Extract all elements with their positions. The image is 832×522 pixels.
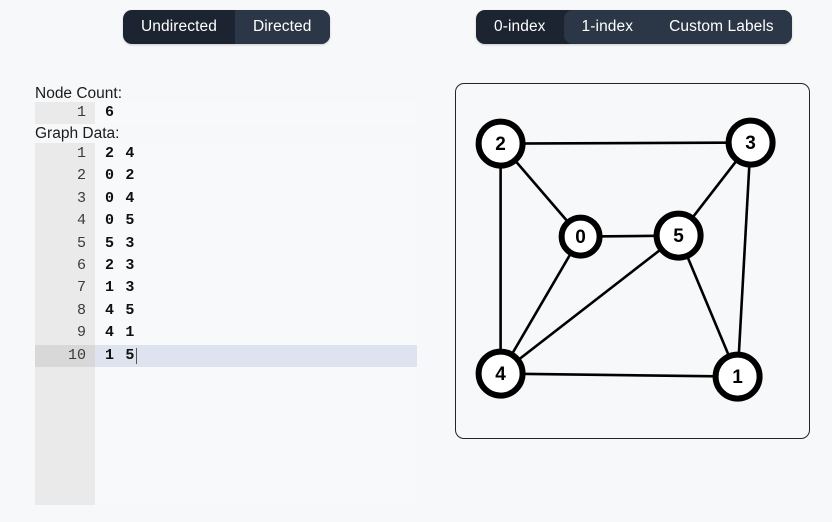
graph-data-line[interactable]: 2 0 2 (35, 165, 417, 187)
graph-type-option-directed[interactable]: Directed (234, 10, 330, 44)
graph-data-line-number: 10 (35, 344, 95, 367)
index-mode-toggle[interactable]: 0-index 1-index Custom Labels (476, 10, 792, 44)
graph-node[interactable]: 0 (558, 214, 603, 259)
node-count-line-number: 1 (76, 104, 86, 121)
graph-node-label: 1 (732, 367, 743, 388)
graph-svg: 0 1 2 3 4 5 (475, 117, 776, 402)
graph-node[interactable]: 2 (475, 118, 526, 169)
graph-data-gutter (35, 143, 95, 505)
graph-node-label: 0 (575, 227, 586, 248)
graph-visualization-panel[interactable]: 0 1 2 3 4 5 (455, 83, 810, 439)
node-count-gutter (35, 102, 95, 125)
graph-data-line[interactable]: 6 2 3 (35, 255, 417, 277)
graph-data-line-number: 6 (76, 256, 86, 274)
graph-data-line-text: 0 5 (105, 212, 136, 230)
graph-data-line-number: 2 (76, 167, 86, 185)
graph-data-line-text: 2 4 (105, 145, 136, 162)
graph-node-label: 2 (495, 134, 506, 155)
graph-edge (736, 142, 752, 377)
graph-edge-layer (499, 141, 752, 378)
graph-node-label: 4 (495, 364, 506, 385)
graph-node[interactable]: 4 (475, 348, 526, 399)
graph-data-line-text: 4 1 (105, 324, 136, 342)
graph-data-line-number: 3 (76, 189, 86, 207)
graph-node-label: 5 (673, 226, 684, 247)
graph-data-line[interactable]: 1 2 4 (35, 143, 417, 165)
node-count-label: Node Count: (35, 85, 123, 102)
graph-node-circle[interactable] (712, 351, 763, 402)
graph-node-circle[interactable] (558, 214, 603, 259)
graph-data-line-number: 9 (76, 324, 86, 342)
graph-data-line[interactable]: 8 4 5 (35, 300, 417, 322)
graph-node-layer: 0 1 2 3 4 5 (475, 117, 776, 402)
graph-data-line-number: 1 (76, 145, 86, 162)
graph-data-line-text: 4 5 (105, 301, 136, 319)
graph-edge (677, 235, 739, 378)
graph-edge (499, 235, 582, 375)
graph-type-toggle[interactable]: Undirected Directed (123, 10, 330, 44)
graph-data-line-number: 7 (76, 279, 86, 297)
graph-node[interactable]: 3 (725, 117, 776, 168)
graph-data-line-number: 8 (76, 301, 86, 319)
graph-data-line[interactable]: 4 0 5 (35, 210, 417, 232)
graph-node-circle[interactable] (475, 348, 526, 399)
graph-edge (500, 372, 738, 378)
graph-data-line-number: 5 (76, 234, 86, 252)
graph-data-line-text: 2 3 (105, 256, 136, 274)
graph-data-line-text: 1 5 (95, 345, 417, 367)
graph-data-line[interactable]: 7 1 3 (35, 277, 417, 299)
graph-node-circle[interactable] (475, 118, 526, 169)
graph-edge (499, 234, 680, 375)
graph-type-option-undirected[interactable]: Undirected (123, 10, 235, 44)
graph-data-line[interactable]: 9 4 1 (35, 322, 417, 344)
graph-data-line-number: 4 (76, 212, 86, 230)
graph-data-line-text: 1 3 (105, 279, 136, 297)
graph-data-line-text: 0 2 (105, 167, 136, 185)
graph-data-label: Graph Data: (35, 125, 120, 142)
graph-node[interactable]: 1 (712, 351, 763, 402)
graph-data-line-text: 5 3 (105, 234, 136, 252)
graph-node-label: 3 (745, 133, 756, 154)
graph-data-line[interactable]: 5 5 3 (35, 233, 417, 255)
node-count-line-text: 6 (105, 104, 116, 121)
graph-data-line-text: 0 4 (105, 189, 136, 207)
graph-data-line[interactable]: 3 0 4 (35, 188, 417, 210)
graph-node-circle[interactable] (653, 210, 704, 261)
index-mode-option-custom-labels[interactable]: Custom Labels (651, 10, 792, 44)
index-mode-option-0-index[interactable]: 0-index (476, 10, 564, 44)
graph-node-circle[interactable] (725, 117, 776, 168)
graph-node[interactable]: 5 (653, 210, 704, 261)
graph-edge (500, 141, 751, 145)
index-mode-option-1-index[interactable]: 1-index (563, 10, 652, 44)
